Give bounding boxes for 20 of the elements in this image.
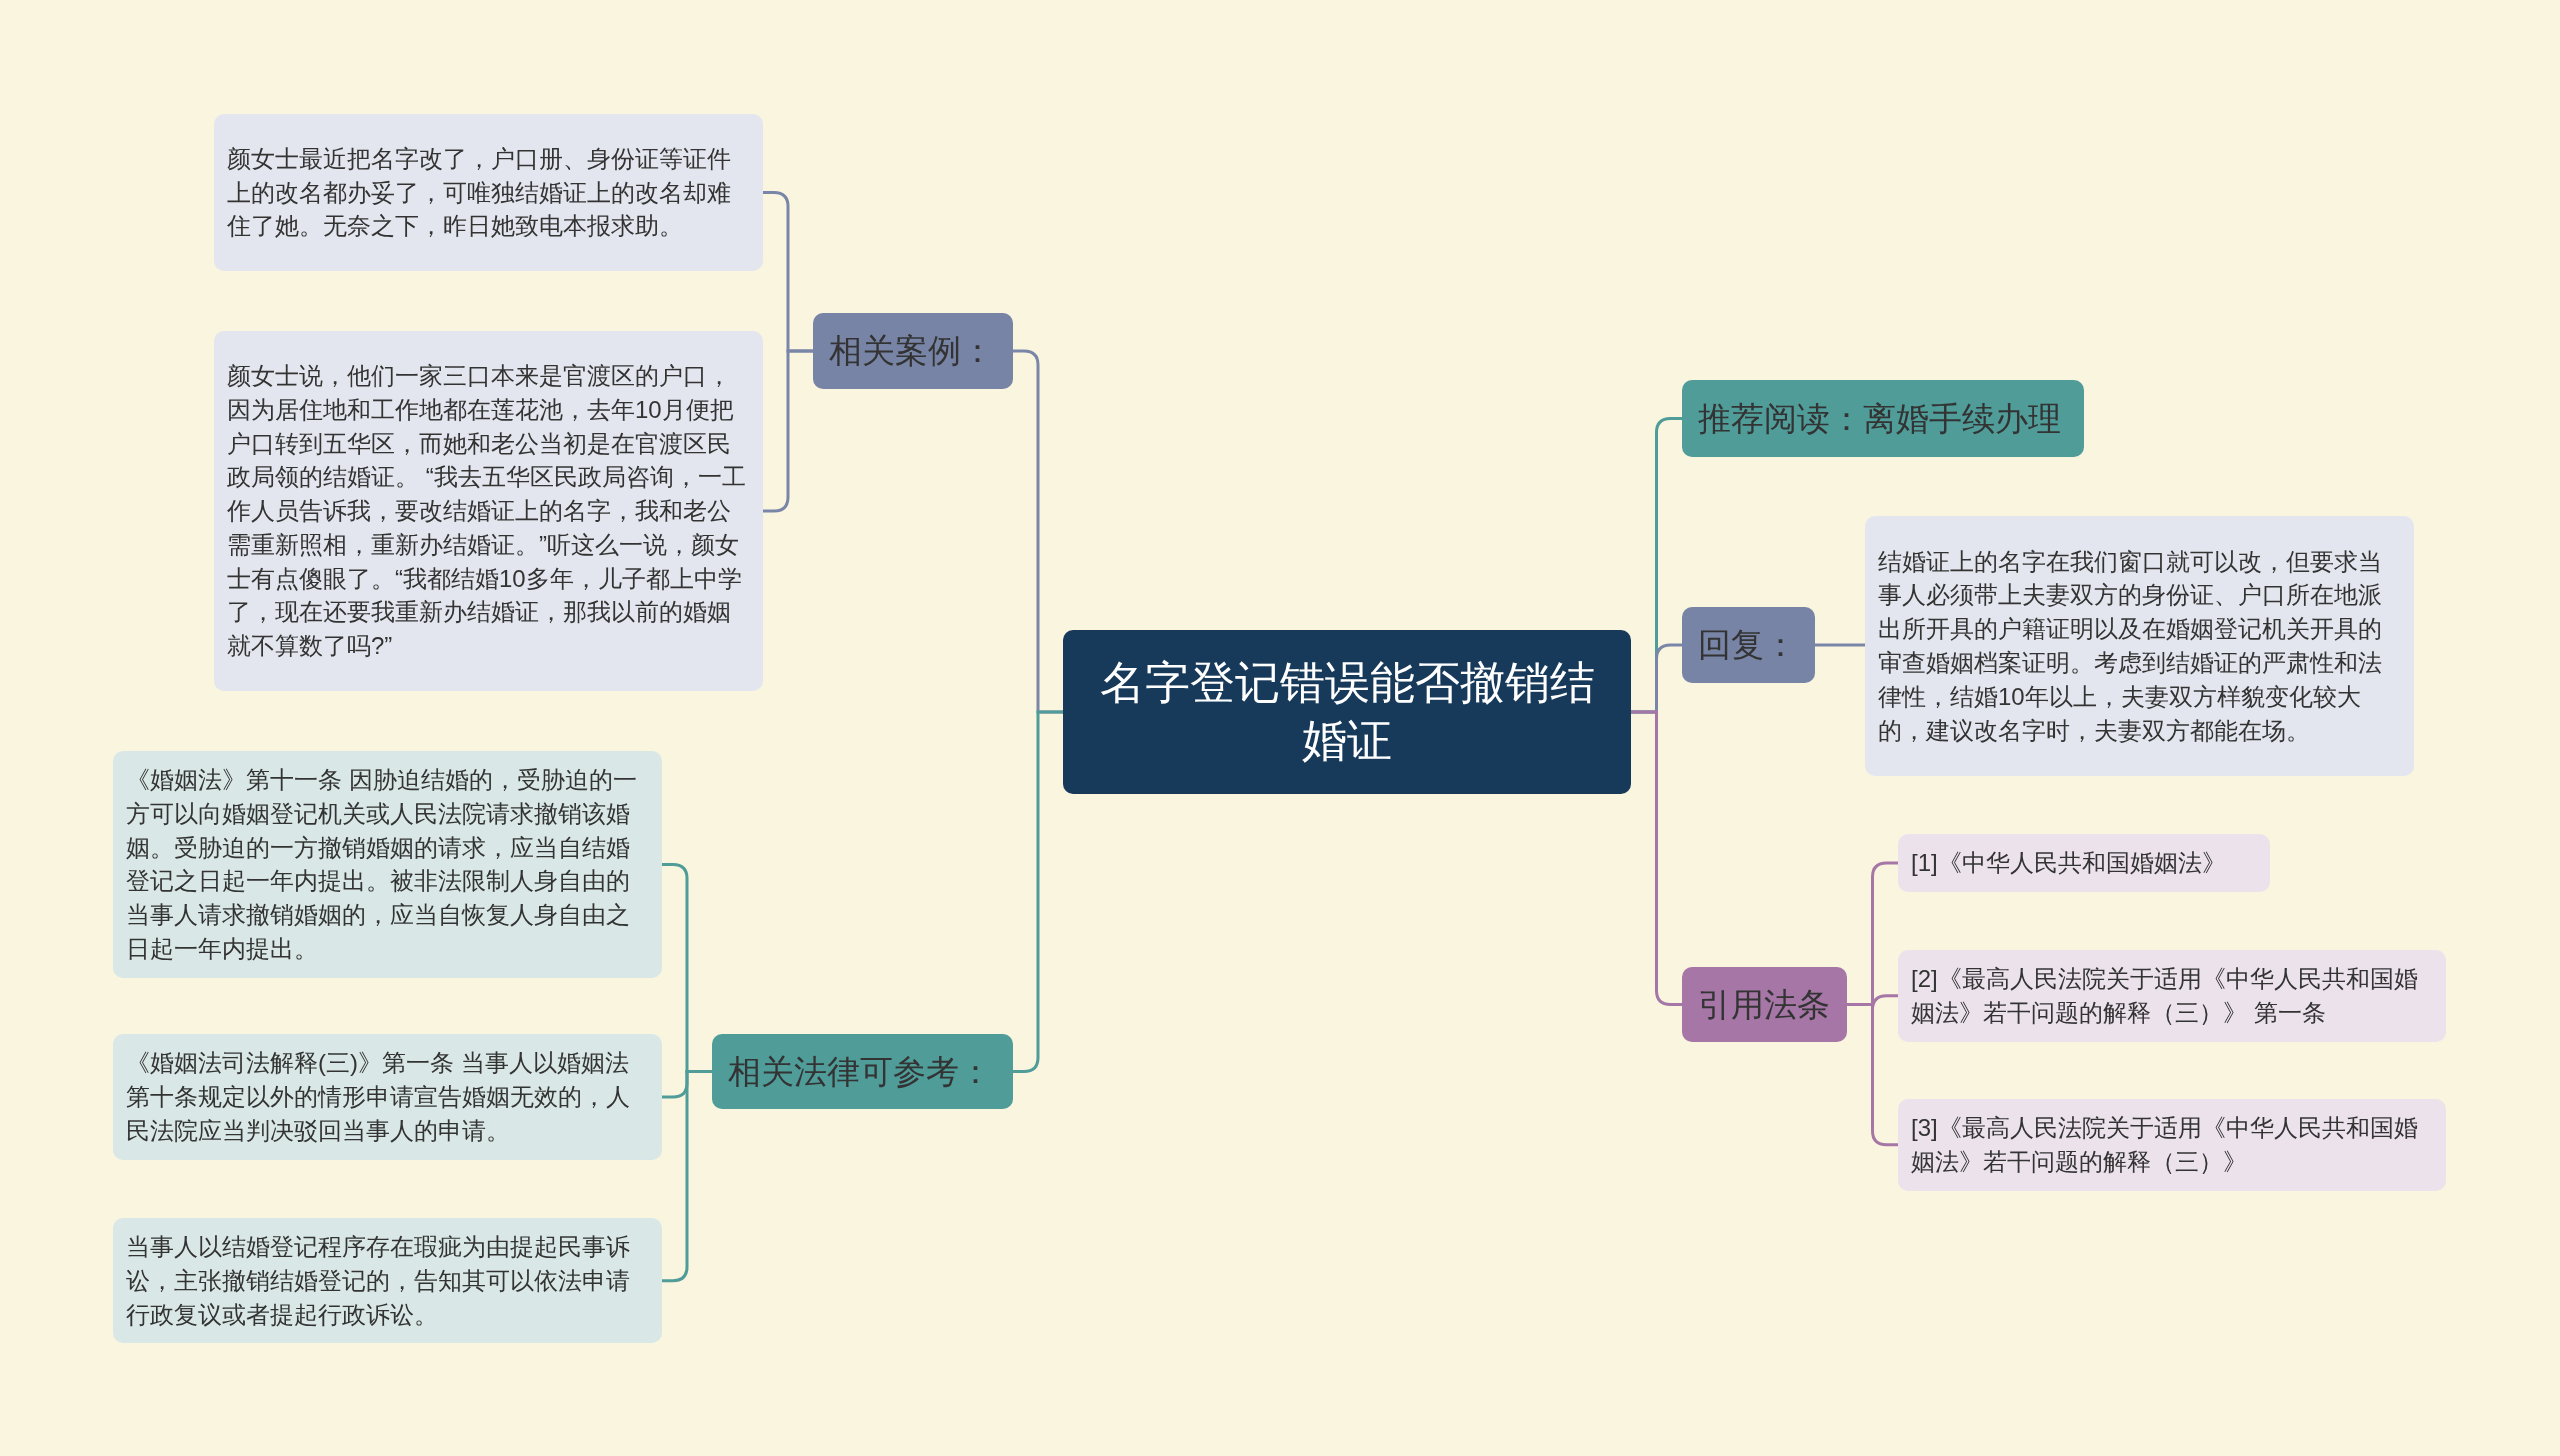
connector-line (763, 349, 813, 513)
topic-box: 相关案例： (813, 313, 1013, 389)
note-box: 《婚姻法司法解释(三)》第一条 当事人以婚姻法第十条规定以外的情形申请宣告婚姻无效的，人民法院应当判决驳回当事人的申请。 (113, 1034, 662, 1160)
connector-line (1013, 710, 1063, 1073)
note-box: 颜女士最近把名字改了，户口册、身份证等证件上的改名都办妥了，可唯独结婚证上的改名却难住了她。无奈之下，昨日她致电本报求助。 (214, 114, 763, 271)
note-box: 当事人以结婚登记程序存在瑕疵为由提起民事诉讼，主张撤销结婚登记的，告知其可以依法申请行政复议或者提起行政诉讼。 (113, 1218, 662, 1344)
central-topic-box: 名字登记错误能否撤销结婚证 (1063, 630, 1631, 794)
connector-line (1815, 643, 1865, 647)
note-box: 结婚证上的名字在我们窗口就可以改，但要求当事人必须带上夫妻双方的身份证、户口所在地派出所开具的户籍证明以及在婚姻登记机关开具的审查婚姻档案证明。考虑到结婚证的严肃性和法律性，结婚10年以上，夫妻双方样貌变化较大的，建议改名字时，夫妻双方都能在场。 (1865, 516, 2414, 776)
note-box: 颜女士说，他们一家三口本来是官渡区的户口，因为居住地和工作地都在莲花池，去年10月便把户口转到五华区，而她和老公当初是在官渡区民政局领的结婚证。 “我去五华区民政局咨询，一工作人员告诉我，要改结婚证上的名字，我和老公需重新照相，重新办结婚证。”听这么一说，颜女士有点傻眼了。“我都结婚10多年，儿子都上中学了，现在还要我重新办结婚证，那我以前的婚姻就不算数了吗?” (214, 331, 763, 691)
topic-box: 推荐阅读：离婚手续办理 (1682, 380, 2084, 457)
note-box: [2]《最高人民法院关于适用《中华人民共和国婚姻法》若干问题的解释（三）》 第一条 (1898, 950, 2446, 1042)
note-box: [3]《最高人民法院关于适用《中华人民共和国婚姻法》若干问题的解释（三）》 (1898, 1099, 2446, 1191)
topic-box: 回复： (1682, 607, 1815, 683)
note-box: 《婚姻法》第十一条 因胁迫结婚的，受胁迫的一方可以向婚姻登记机关或人民法院请求撤销该婚姻。受胁迫的一方撤销婚姻的请求，应当自结婚登记之日起一年内提出。被非法限制人身自由的当事人请求撤销婚姻的，应当自恢复人身自由之日起一年内提出。 (113, 751, 662, 978)
note-box: [1]《中华人民共和国婚姻法》 (1898, 834, 2270, 892)
connector-line (1631, 710, 1682, 1006)
topic-box: 引用法条 (1682, 967, 1847, 1042)
connector-line (662, 1070, 712, 1283)
topic-box: 相关法律可参考： (712, 1034, 1013, 1109)
